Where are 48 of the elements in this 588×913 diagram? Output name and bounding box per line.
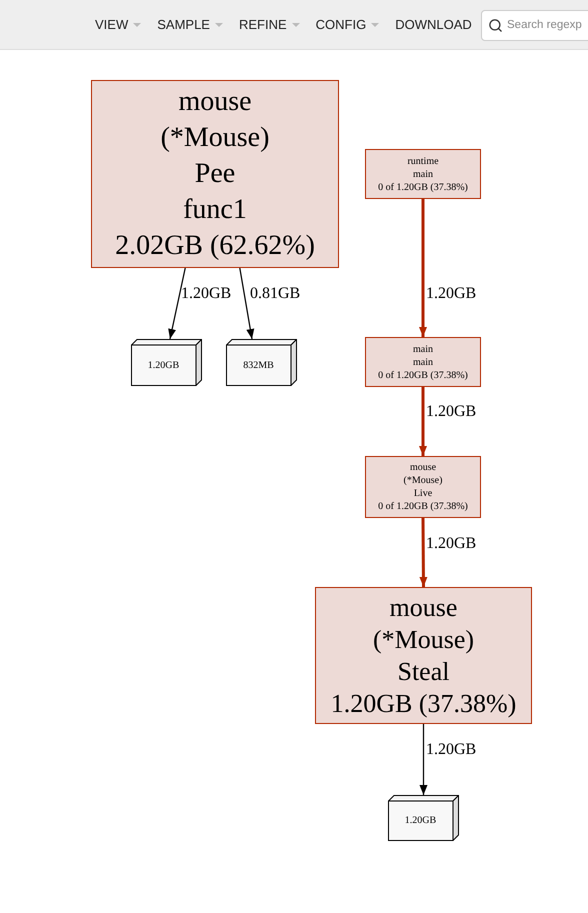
search-field: Search regexp <box>481 10 588 41</box>
function-box <box>365 456 481 518</box>
node-text: mouse <box>408 461 438 474</box>
memory-block <box>226 339 297 386</box>
node-text: 1.20GB (37.38%) <box>330 688 518 720</box>
node-text: (*Mouse) <box>160 121 270 155</box>
node-text: mouse <box>388 592 458 624</box>
node-text: main <box>412 356 434 368</box>
node-text: main <box>412 168 434 180</box>
node-text: main <box>412 342 434 356</box>
node-text: 1.20GB <box>404 815 438 827</box>
node-text: 0 of 1.20GB (37.38%) <box>377 500 469 513</box>
arrow <box>420 724 428 795</box>
node-text: 1.20GB <box>146 360 180 372</box>
edge-label: 1.20GB <box>426 535 476 553</box>
function-box <box>315 587 532 724</box>
arrow <box>168 268 186 340</box>
arrow <box>239 268 254 340</box>
node-text: 832MB <box>242 360 275 372</box>
node-text: mouse <box>177 85 253 119</box>
edge-label: 1.20GB <box>426 285 476 303</box>
memory-block <box>131 339 202 386</box>
node-text: 0 of 1.20GB (37.38%) <box>377 180 469 194</box>
node-text: func1 <box>182 193 248 227</box>
menu-item: DOWNLOAD <box>395 16 472 34</box>
menu-item: CONFIG <box>316 16 366 34</box>
node-text: Pee <box>194 157 236 191</box>
node-text: Live <box>412 487 434 500</box>
arrow <box>419 518 428 588</box>
node-text: runtime <box>406 154 440 168</box>
edge-label: 0.81GB <box>250 285 300 303</box>
node-text: 0 of 1.20GB (37.38%) <box>377 368 469 382</box>
node-text: Steal <box>396 656 450 688</box>
node-text: (*Mouse) <box>372 624 476 656</box>
arrow <box>419 387 427 456</box>
menu-item: SAMPLE <box>157 16 210 34</box>
memory-block <box>388 795 459 841</box>
menu-item: REFINE <box>238 16 287 34</box>
edge-label: 1.20GB <box>181 285 232 303</box>
node-text: (*Mouse) <box>402 474 444 487</box>
function-box <box>365 337 481 387</box>
function-box <box>365 149 481 199</box>
node-text: 2.02GB (62.62%) <box>114 229 316 263</box>
arrow <box>419 199 427 337</box>
function-box <box>91 80 339 268</box>
edge-label: 1.20GB <box>426 403 476 421</box>
menu-item: VIEW <box>95 16 128 34</box>
edge-label: 1.20GB <box>426 741 476 759</box>
